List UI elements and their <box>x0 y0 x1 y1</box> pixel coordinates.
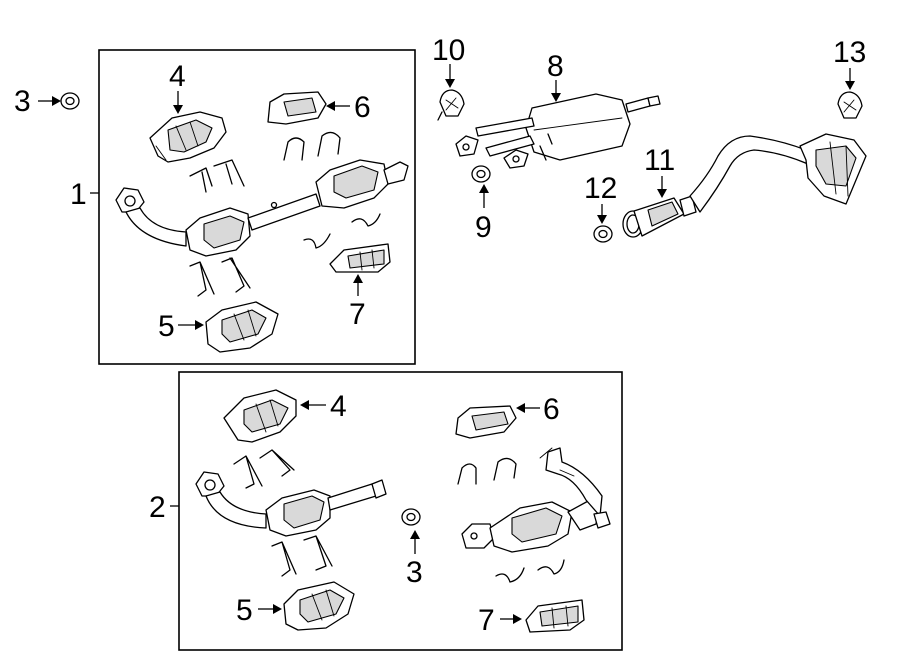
clamps-group2-lower-left <box>271 535 333 577</box>
gasket-3-top-left <box>60 92 80 110</box>
heat-shield-7-lower <box>525 599 585 633</box>
group-2-frame <box>178 371 623 651</box>
callout-10: 10 <box>432 34 465 67</box>
heat-shield-4-upper <box>149 111 227 163</box>
callout-2: 2 <box>149 491 166 524</box>
arrowhead-13 <box>845 81 855 90</box>
callout-9: 9 <box>475 211 492 244</box>
callout-13: 13 <box>833 36 866 69</box>
clamps-group2-upper-left <box>233 449 295 489</box>
callout-5-lower: 5 <box>236 594 253 627</box>
front-pipe-converter-assembly <box>115 159 409 257</box>
heat-shield-6-upper <box>267 91 327 125</box>
callout-4-lower: 4 <box>330 390 347 423</box>
heat-shield-5-upper <box>205 301 279 353</box>
hanger-10 <box>437 89 465 121</box>
heat-shield-4-lower <box>223 389 297 443</box>
clamps-upper-right <box>283 131 341 161</box>
gasket-3-center <box>401 508 421 526</box>
callout-4-upper: 4 <box>169 60 186 93</box>
arrowhead-8 <box>551 93 561 102</box>
clamps-group2-upper-right <box>457 457 517 485</box>
arrowhead-7-upper <box>353 274 363 283</box>
arrowhead-6-lower <box>516 403 525 413</box>
arrowhead-11 <box>657 189 667 198</box>
callout-11: 11 <box>644 144 675 177</box>
arrowhead-3-top-left <box>52 96 61 106</box>
callout-12: 12 <box>584 172 617 205</box>
arrowhead-9 <box>479 184 489 193</box>
gasket-9 <box>471 165 491 183</box>
heat-shield-7-upper <box>329 243 391 273</box>
gasket-12 <box>593 225 613 243</box>
heat-shield-5-lower <box>283 581 355 631</box>
arrowhead-6-upper <box>326 101 335 111</box>
callout-3-center: 3 <box>406 556 423 589</box>
tail-pipe-11 <box>622 133 867 238</box>
clamps-group2-lower-right <box>495 559 565 583</box>
muffler-8 <box>455 93 661 169</box>
group-1-frame <box>98 49 416 365</box>
callout-8: 8 <box>547 50 564 83</box>
rear-converter-pipe-group2 <box>461 447 611 553</box>
callout-3-top-left: 3 <box>14 85 31 118</box>
callout-7-lower: 7 <box>478 604 495 637</box>
arrowhead-5-upper <box>195 320 204 330</box>
callout-6-upper: 6 <box>354 91 371 124</box>
clamps-lower-left <box>189 257 251 297</box>
arrowhead-12 <box>597 215 607 224</box>
callout-5-upper: 5 <box>158 310 175 343</box>
arrowhead-10 <box>445 79 455 88</box>
callout-6-lower: 6 <box>543 393 560 426</box>
arrowhead-7-lower <box>513 614 522 624</box>
hanger-13 <box>837 91 863 119</box>
callout-7-upper: 7 <box>349 298 366 331</box>
clamps-lower-right <box>303 213 381 249</box>
arrowhead-4-upper <box>173 105 183 114</box>
arrowhead-4-lower <box>300 400 309 410</box>
arrowhead-3-center <box>410 530 420 539</box>
callout-1: 1 <box>70 178 87 211</box>
clamps-upper-left <box>189 159 245 193</box>
heat-shield-6-lower <box>455 405 517 439</box>
front-pipe-converter-group2 <box>195 471 387 537</box>
arrowhead-5-lower <box>273 604 282 614</box>
